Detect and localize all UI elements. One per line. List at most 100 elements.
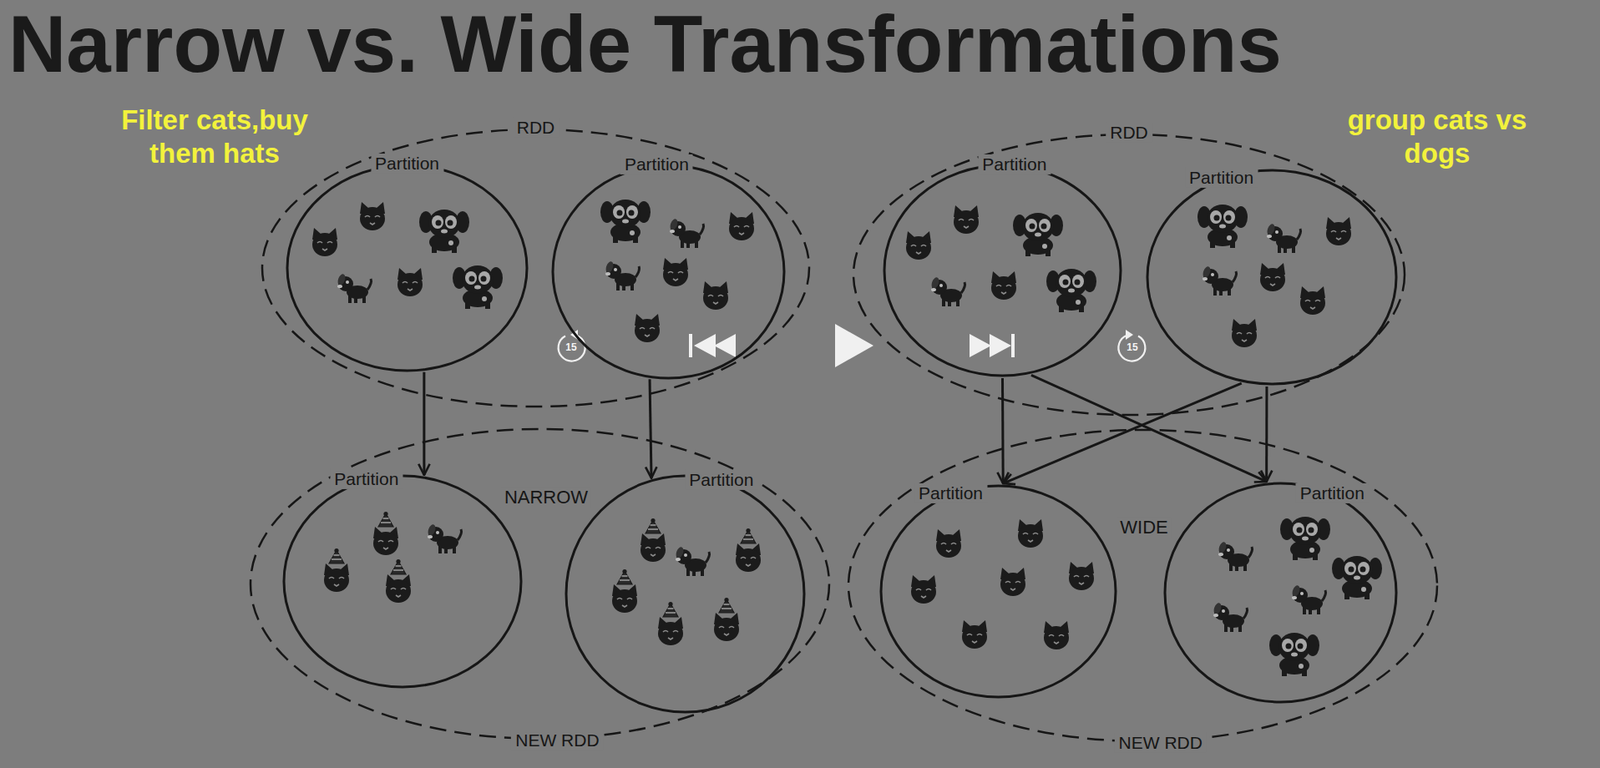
- dog-icon: [1046, 268, 1097, 313]
- dog-icon: [930, 276, 966, 307]
- transformation-type-label: NARROW: [501, 486, 592, 508]
- partition-outline: [283, 475, 522, 688]
- cat-icon: [991, 271, 1017, 300]
- dog-icon: [1265, 222, 1302, 254]
- cat-icon: [1260, 263, 1286, 292]
- partition-label: Partition: [1296, 482, 1369, 503]
- rdd-dashed-ellipse: [250, 429, 830, 740]
- partition-label: Partition: [620, 154, 694, 175]
- partition-label: Partition: [370, 153, 444, 174]
- node-outline: [285, 163, 529, 373]
- rewind-icon: [558, 335, 586, 362]
- dog-icon: [674, 546, 710, 577]
- node-outline: [1145, 168, 1398, 386]
- cat-icon: [663, 258, 689, 287]
- cat-icon: [1000, 567, 1026, 597]
- partition-circle: Partition: [882, 163, 1123, 378]
- rdd-region: RDDPartitionPartition: [851, 132, 1407, 417]
- partition-outline: [287, 165, 527, 371]
- cat-icon: [1043, 621, 1069, 650]
- dog-icon: [1212, 602, 1248, 633]
- rdd-region: RDDPartitionPartition: [260, 127, 811, 409]
- partition-outline: [552, 165, 785, 379]
- node-outline: [260, 127, 811, 409]
- cat-icon: [703, 281, 729, 310]
- dog-icon: [426, 523, 462, 554]
- cat-icon: [359, 202, 385, 231]
- cat-with-hat-icon: [658, 602, 684, 646]
- animals: [312, 199, 1383, 677]
- play-icon: [835, 324, 874, 368]
- dog-icon: [1280, 516, 1331, 561]
- dog-icon: [1269, 632, 1320, 677]
- partition-circle: Partition: [282, 474, 523, 689]
- rdd-dashed-ellipse: [262, 129, 810, 407]
- dog-icon: [336, 273, 372, 304]
- transformation-arrow: [1001, 378, 1005, 484]
- rdd-region: NEW RDDPartitionPartition: [846, 428, 1439, 744]
- cat-icon: [953, 205, 979, 234]
- node-outline: [846, 428, 1439, 744]
- cat-icon: [634, 313, 660, 343]
- cat-icon: [962, 620, 988, 649]
- partition-circle: Partition: [564, 474, 806, 714]
- dog-icon: [600, 199, 651, 244]
- transformation-arrow: [1002, 383, 1242, 484]
- partition-outline: [881, 486, 1116, 698]
- cat-icon: [1017, 519, 1044, 548]
- forward-arrowhead: [1125, 329, 1134, 340]
- transformation-arrow: [1031, 374, 1267, 482]
- rdd-label: RDD: [512, 117, 560, 138]
- node-outline: [882, 163, 1123, 378]
- transformation-type-label: WIDE: [1116, 516, 1171, 538]
- next-bar: [1011, 334, 1015, 358]
- next-icon: [969, 334, 1012, 358]
- cat-with-hat-icon: [612, 569, 638, 613]
- cat-icon: [911, 575, 937, 604]
- partition-label: Partition: [329, 469, 403, 490]
- cat-with-hat-icon: [735, 528, 761, 573]
- partition-outline: [566, 475, 805, 713]
- node-outline: [564, 474, 806, 714]
- cat-icon: [1068, 562, 1094, 591]
- partition-circle: Partition: [879, 484, 1118, 699]
- partition-circle: Partition: [551, 163, 786, 380]
- cat-icon: [906, 231, 932, 260]
- rdd-label: NEW RDD: [511, 730, 603, 751]
- cat-icon: [729, 212, 755, 241]
- note-label: Filter cats,buy them hats: [101, 103, 328, 171]
- cat-icon: [936, 529, 962, 558]
- forward-icon: [1118, 335, 1145, 362]
- rdd-label: NEW RDD: [1114, 733, 1207, 754]
- transformation-arrow: [422, 372, 426, 476]
- cat-icon: [312, 227, 338, 257]
- partition-circle: Partition: [1145, 168, 1398, 386]
- cat-with-hat-icon: [324, 548, 350, 593]
- transformation-arrow: [1265, 386, 1268, 482]
- node-outline: [1163, 481, 1398, 704]
- cat-with-hat-icon: [385, 559, 411, 603]
- slide-title: Narrow vs. Wide Transformations: [8, 4, 1282, 85]
- cat-icon: [1231, 318, 1257, 348]
- partition-outline: [1147, 170, 1397, 385]
- partition-circle: Partition: [1163, 481, 1398, 704]
- rdd-dashed-ellipse: [853, 134, 1405, 416]
- node-outline: [551, 163, 786, 380]
- cat-with-hat-icon: [640, 518, 666, 563]
- note-label: group cats vs dogs: [1332, 103, 1542, 171]
- node-outline: [879, 484, 1118, 699]
- dog-icon: [1201, 265, 1237, 296]
- skip-seconds-number: 15: [1126, 342, 1138, 355]
- partition-label: Partition: [914, 483, 988, 504]
- cat-with-hat-icon: [373, 511, 399, 556]
- partition-outline: [1164, 483, 1397, 703]
- previous-icon: [693, 334, 736, 358]
- previous-bar: [688, 334, 693, 358]
- skip-seconds-number: 15: [565, 342, 577, 355]
- node-outline: [282, 474, 523, 689]
- rdd-label: RDD: [1105, 122, 1153, 143]
- rdd-dashed-ellipse: [848, 430, 1438, 742]
- dog-icon: [1012, 212, 1064, 257]
- partition-label: Partition: [977, 154, 1051, 175]
- cat-with-hat-icon: [713, 597, 740, 642]
